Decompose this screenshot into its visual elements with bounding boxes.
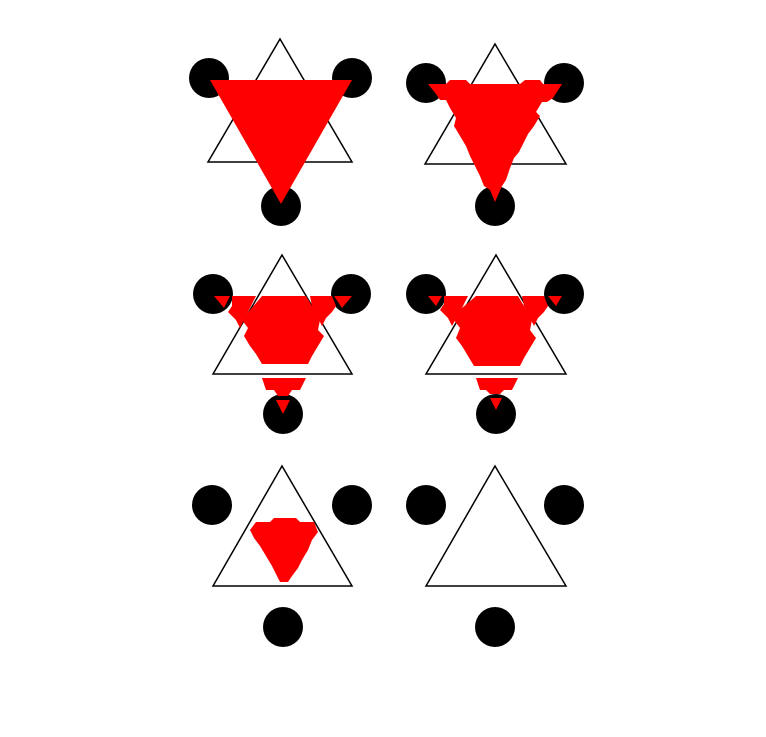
panel-6	[406, 464, 584, 647]
pacman-disc-bottom	[263, 607, 303, 647]
red-fragment-right-arm	[310, 296, 336, 326]
red-fragment-right-arm	[522, 296, 548, 326]
red-fragment-top-right	[548, 296, 562, 306]
red-region-center	[242, 296, 324, 364]
pacman-disc-top-right	[332, 485, 372, 525]
pacman-disc-top-right	[544, 274, 584, 314]
pacman-disc-bottom	[261, 186, 301, 226]
panel-2	[406, 42, 584, 226]
pacman-disc-top-left	[406, 485, 446, 525]
pacman-disc-top-left	[192, 485, 232, 525]
red-fragment-top-right	[334, 296, 352, 308]
pacman-disc-top-left	[193, 274, 233, 314]
panel-1	[189, 37, 372, 226]
pacman-disc-top-right	[544, 485, 584, 525]
panel-3	[193, 253, 371, 434]
red-fragment-bottom	[490, 398, 502, 410]
pacman-disc-bottom	[475, 607, 515, 647]
red-region-center	[454, 296, 536, 366]
red-region	[210, 80, 352, 204]
outline-triangle	[211, 464, 354, 587]
red-fragment-lower-band	[476, 378, 518, 394]
pacman-disc-top-left	[406, 274, 446, 314]
red-region	[250, 518, 318, 582]
red-fragment-top-left	[428, 296, 442, 306]
red-fragment-lower-band	[262, 378, 306, 396]
outline-triangle	[424, 464, 568, 587]
panel-4	[406, 253, 584, 434]
pacman-disc-top-right	[331, 274, 371, 314]
pacman-disc-bottom	[476, 394, 516, 434]
red-region	[428, 80, 562, 202]
red-fragment-top-left	[214, 296, 230, 308]
red-fragment-bottom	[276, 400, 290, 414]
red-fragment-left-arm	[440, 296, 468, 326]
pacman-disc-bottom	[475, 186, 515, 226]
red-fragment-left-arm	[228, 296, 256, 328]
panel-5	[192, 464, 372, 647]
